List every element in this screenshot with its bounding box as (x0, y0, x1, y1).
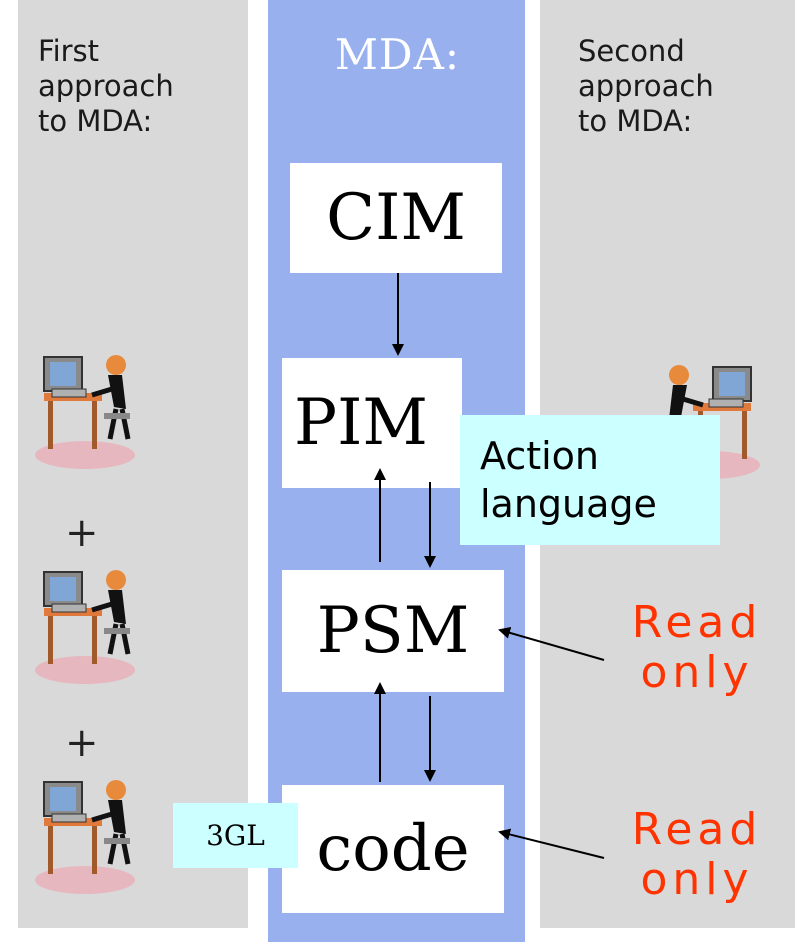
read-only-label: Read only (631, 597, 763, 698)
read-only-label: Read only (631, 804, 763, 905)
action-language-callout: Action language (460, 415, 720, 545)
first-approach-column (18, 0, 248, 928)
second-approach-title: Second approach to MDA: (578, 34, 714, 138)
code-box: code (282, 785, 504, 913)
action-language-line-2: language (480, 482, 657, 526)
third-gl-callout: 3GL (173, 803, 298, 868)
cim-box: CIM (290, 163, 502, 273)
first-approach-title: First approach to MDA: (38, 34, 174, 138)
psm-box: PSM (282, 570, 504, 692)
plus-sign: + (65, 510, 99, 556)
plus-sign: + (65, 720, 99, 766)
mda-title: MDA: (334, 30, 461, 79)
pim-box: PIM (282, 358, 462, 488)
action-language-line-1: Action (480, 434, 600, 478)
